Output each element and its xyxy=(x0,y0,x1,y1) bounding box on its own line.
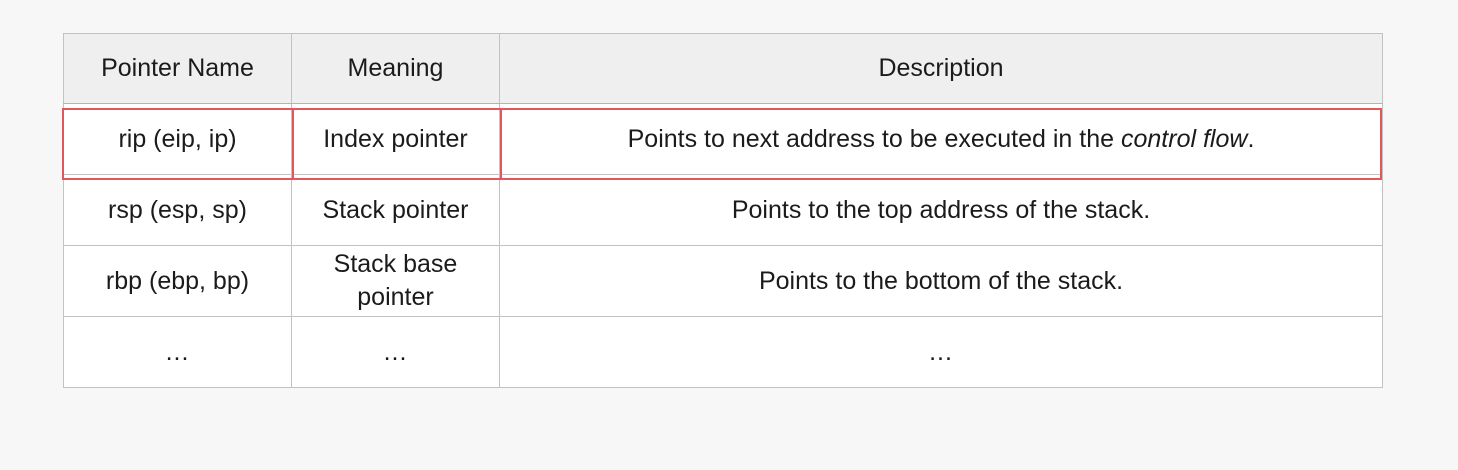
cell-pointer-name: rip (eip, ip) xyxy=(63,103,292,175)
table-row: ... ... ... xyxy=(63,316,1383,388)
column-header-pointer-name: Pointer Name xyxy=(63,33,292,104)
cell-description: Points to the bottom of the stack. xyxy=(499,245,1383,317)
clipped-top-text-strip xyxy=(0,0,1458,12)
description-emphasis-term: control flow xyxy=(1120,124,1248,153)
pointer-table-container: Pointer Name Meaning Description rip (ei… xyxy=(62,33,1383,388)
cell-description: ... xyxy=(499,316,1383,388)
cell-description: Points to the top address of the stack. xyxy=(499,174,1383,246)
cell-pointer-name: rsp (esp, sp) xyxy=(63,174,292,246)
table-body: rip (eip, ip) Index pointer Points to ne… xyxy=(63,103,1383,388)
cell-meaning: Index pointer xyxy=(291,103,500,175)
cell-meaning-text: Stack base pointer xyxy=(333,250,458,311)
table-row: rsp (esp, sp) Stack pointer Points to th… xyxy=(63,174,1383,246)
cpu-pointer-registers-table: Pointer Name Meaning Description rip (ei… xyxy=(63,33,1383,388)
cell-meaning: Stack pointer xyxy=(291,174,500,246)
description-text-suffix: . xyxy=(1247,124,1255,153)
table-row: rbp (ebp, bp) Stack base pointer Points … xyxy=(63,245,1383,317)
cell-pointer-name: rbp (ebp, bp) xyxy=(63,245,292,317)
cell-meaning: Stack base pointer xyxy=(291,245,500,317)
cell-description: Points to next address to be executed in… xyxy=(499,103,1383,175)
column-header-description: Description xyxy=(499,33,1383,104)
table-header-row: Pointer Name Meaning Description xyxy=(63,33,1383,104)
cell-pointer-name: ... xyxy=(63,316,292,388)
description-text-prefix: Points to next address to be executed in… xyxy=(627,124,1121,153)
table-header: Pointer Name Meaning Description xyxy=(63,33,1383,104)
table-row: rip (eip, ip) Index pointer Points to ne… xyxy=(63,103,1383,175)
column-header-meaning: Meaning xyxy=(291,33,500,104)
cell-meaning: ... xyxy=(291,316,500,388)
